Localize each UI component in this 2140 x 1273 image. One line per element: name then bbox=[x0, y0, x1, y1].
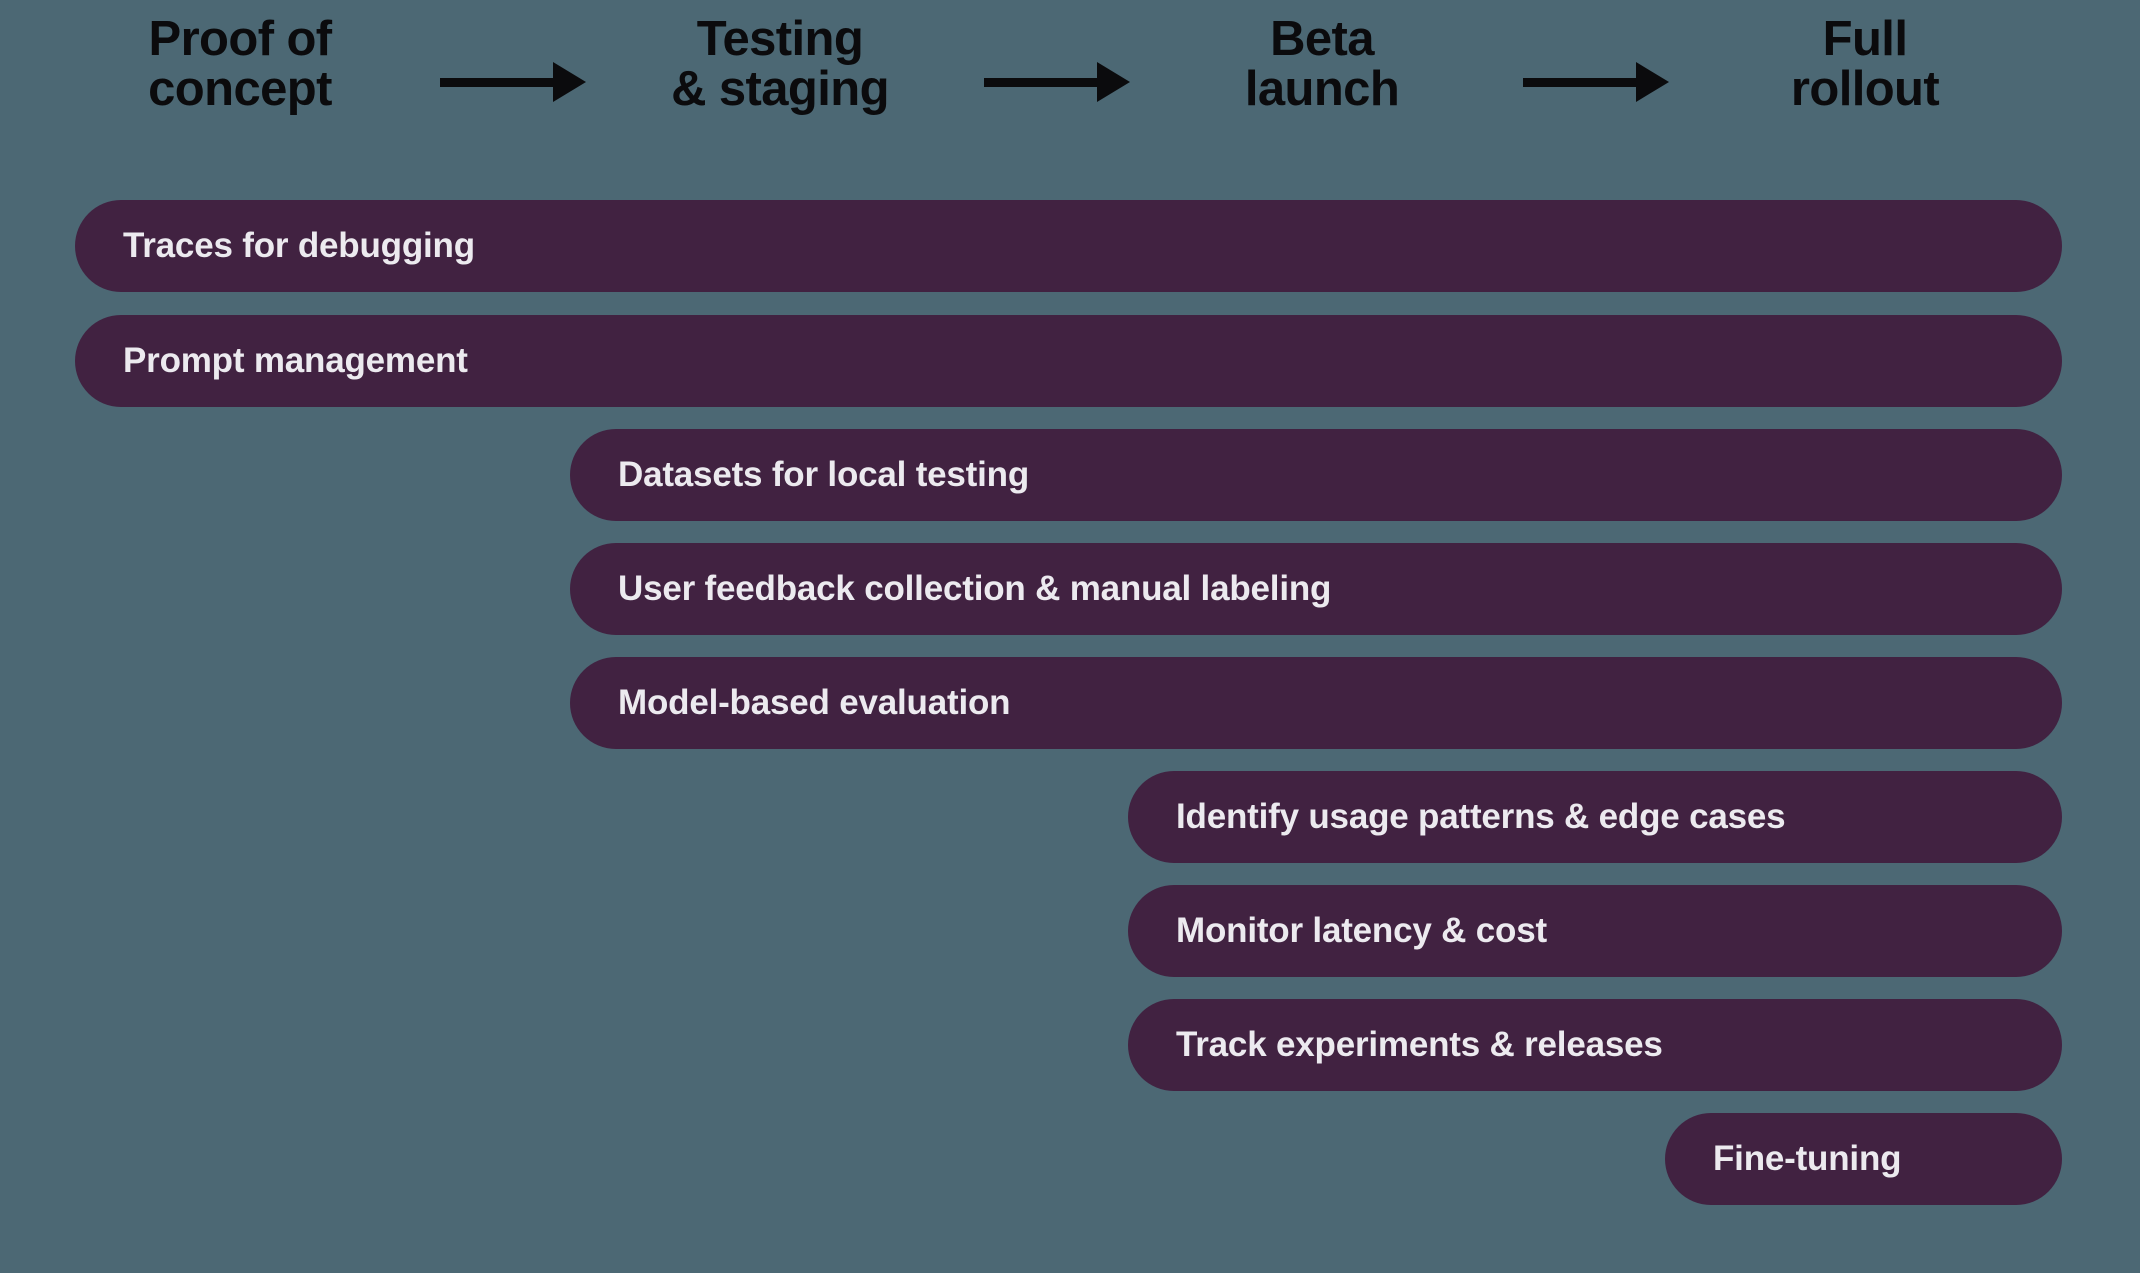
capability-bar: Model-based evaluation bbox=[570, 657, 2062, 749]
capability-label: User feedback collection & manual labeli… bbox=[618, 569, 1332, 608]
arrow-right-icon bbox=[1523, 58, 1669, 106]
stage-label-full-rollout: Full rollout bbox=[1790, 12, 1940, 117]
arrow-shaft bbox=[440, 78, 556, 87]
capability-label: Model-based evaluation bbox=[618, 683, 1011, 722]
capability-bar: User feedback collection & manual labeli… bbox=[570, 543, 2062, 635]
stage-label-beta-launch: Beta launch bbox=[1244, 12, 1400, 117]
capability-bar: Prompt management bbox=[75, 315, 2062, 407]
capability-bar: Datasets for local testing bbox=[570, 429, 2062, 521]
capability-bar: Identify usage patterns & edge cases bbox=[1128, 771, 2062, 863]
capability-label: Prompt management bbox=[123, 341, 468, 380]
capability-label: Datasets for local testing bbox=[618, 455, 1030, 494]
capability-bar: Monitor latency & cost bbox=[1128, 885, 2062, 977]
arrow-shaft bbox=[984, 78, 1100, 87]
arrow-head bbox=[1636, 62, 1669, 102]
capability-label: Identify usage patterns & edge cases bbox=[1176, 797, 1786, 836]
arrow-head bbox=[1097, 62, 1130, 102]
arrow-right-icon bbox=[440, 58, 586, 106]
capability-bar: Traces for debugging bbox=[75, 200, 2062, 292]
capability-label: Monitor latency & cost bbox=[1176, 911, 1547, 950]
capability-label: Fine-tuning bbox=[1713, 1139, 1902, 1178]
stage-label-proof-of-concept: Proof of concept bbox=[148, 12, 332, 117]
arrow-shaft bbox=[1523, 78, 1639, 87]
capability-bar: Track experiments & releases bbox=[1128, 999, 2062, 1091]
arrow-head bbox=[553, 62, 586, 102]
capability-bar: Fine-tuning bbox=[1665, 1113, 2062, 1205]
capability-label: Traces for debugging bbox=[123, 226, 475, 265]
capability-label: Track experiments & releases bbox=[1176, 1025, 1663, 1064]
stage-label-testing-staging: Testing & staging bbox=[671, 12, 889, 117]
arrow-right-icon bbox=[984, 58, 1130, 106]
